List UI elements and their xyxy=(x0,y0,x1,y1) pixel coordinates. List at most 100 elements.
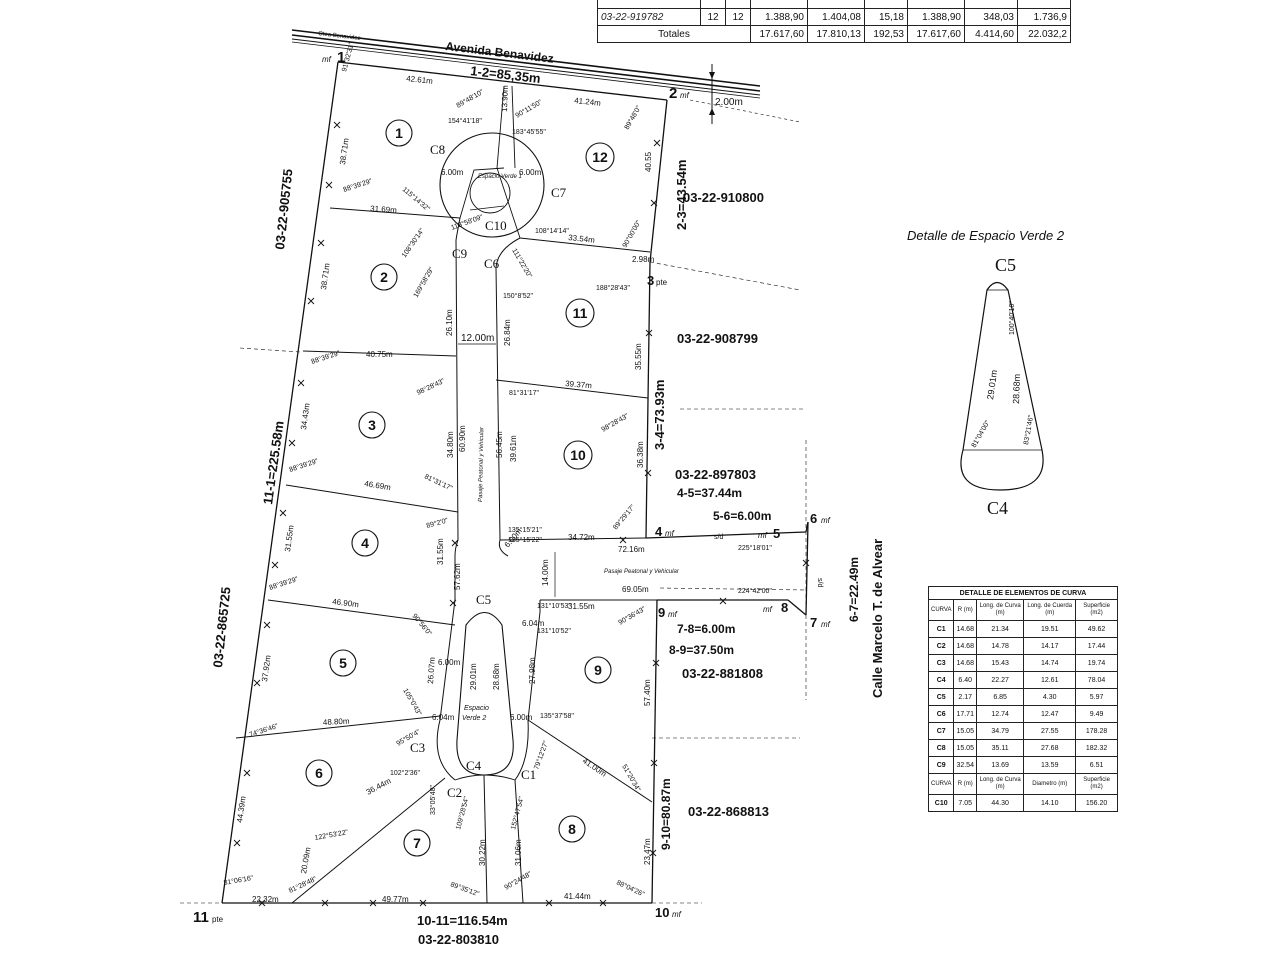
parcel-803810: 03-22-803810 xyxy=(418,932,499,947)
property-boundary xyxy=(221,61,809,904)
svg-text:57.62m: 57.62m xyxy=(453,563,462,590)
svg-text:pte: pte xyxy=(656,278,668,287)
totals-label: Totales xyxy=(597,25,751,43)
svg-text:22.32m: 22.32m xyxy=(252,895,279,904)
point-6: 6 xyxy=(810,511,817,526)
svg-text:mf: mf xyxy=(821,620,831,629)
svg-text:31.55m: 31.55m xyxy=(283,524,296,552)
svg-text:109°28'54": 109°28'54" xyxy=(454,795,471,830)
espacio-verde-1: Espacio Verde 1 xyxy=(439,85,545,239)
sd-label-2: s/d xyxy=(816,578,823,587)
curve-c7: C7 xyxy=(551,185,567,200)
svg-text:60.90m: 60.90m xyxy=(458,425,467,452)
sd-label-1: s/d xyxy=(714,534,723,541)
point-1: 1 xyxy=(337,49,345,66)
lot-1: 1 xyxy=(385,119,413,147)
svg-text:27.98m: 27.98m xyxy=(528,657,537,684)
svg-text:10: 10 xyxy=(570,447,586,463)
svg-text:81°31'17": 81°31'17" xyxy=(423,473,454,493)
svg-text:48.80m: 48.80m xyxy=(323,717,350,727)
table-row: Totales 17.617,60 17.810,13 192,53 17.61… xyxy=(597,25,1071,43)
lot-lines xyxy=(235,207,653,904)
svg-text:12: 12 xyxy=(592,149,608,165)
lot-4: 4 xyxy=(351,529,379,557)
svg-text:23.47m: 23.47m xyxy=(643,838,652,865)
svg-text:88°04'26": 88°04'26" xyxy=(615,879,646,899)
table-cell: 4.414,60 xyxy=(964,25,1018,43)
svg-text:8: 8 xyxy=(568,821,576,837)
detail-espacio-verde-2: Detalle de Espacio Verde 2 C5 100°40'10"… xyxy=(907,228,1065,518)
svg-text:31.55m: 31.55m xyxy=(436,538,445,565)
measure-3-4: 3-4=73.93m xyxy=(652,380,667,450)
svg-text:69.05m: 69.05m xyxy=(622,585,649,594)
curve-labels: C1 C2 C3 C4 C5 C6 C7 C8 C9 C10 xyxy=(410,142,567,800)
avenida-benavidez: Otea Benavidez Avenida Benavidez xyxy=(291,29,761,99)
svg-text:89°35'12": 89°35'12" xyxy=(449,880,480,898)
svg-text:mf: mf xyxy=(821,516,831,525)
svg-text:6.04m: 6.04m xyxy=(432,713,455,722)
table-header: CURVA R (m) Long. de Curva (m) Long. de … xyxy=(927,599,1118,621)
svg-text:122°53'22": 122°53'22" xyxy=(314,828,349,842)
svg-text:7: 7 xyxy=(413,835,421,851)
curve-c6: C6 xyxy=(484,256,500,271)
svg-text:225°18'01": 225°18'01" xyxy=(738,544,772,552)
svg-text:9: 9 xyxy=(594,662,602,678)
svg-text:154°41'18": 154°41'18" xyxy=(448,117,482,125)
svg-text:36.38m: 36.38m xyxy=(636,441,645,468)
svg-text:108°30'14": 108°30'14" xyxy=(400,226,426,259)
curve-c1: C1 xyxy=(521,767,536,782)
point-9: 9 xyxy=(658,605,665,620)
svg-text:89°48'10": 89°48'10" xyxy=(455,88,485,110)
svg-text:mf: mf xyxy=(665,529,675,538)
svg-text:105°0'43": 105°0'43" xyxy=(401,687,423,717)
street-label-small: Otea Benavidez xyxy=(318,31,361,42)
measure-8-9: 8-9=37.50m xyxy=(669,643,734,657)
central-passage xyxy=(454,239,657,612)
svg-text:34.72m: 34.72m xyxy=(568,533,595,542)
surface-summary-table: 03-22-919782 12 12 1.388,90 1.404,08 15,… xyxy=(597,0,1071,43)
svg-text:26.84m: 26.84m xyxy=(503,319,512,346)
svg-text:89°2'0": 89°2'0" xyxy=(425,516,449,530)
measure-7-8: 7-8=6.00m xyxy=(677,622,735,636)
svg-text:pte: pte xyxy=(212,915,224,924)
parcel-865725: 03-22-865725 xyxy=(210,586,233,668)
street-label-alvear: Calle Marcelo T. de Alvear xyxy=(870,539,885,698)
curve-c8: C8 xyxy=(430,142,445,157)
svg-text:72.16m: 72.16m xyxy=(618,545,645,554)
svg-text:35.55m: 35.55m xyxy=(634,343,643,370)
svg-text:34.43m: 34.43m xyxy=(299,402,312,430)
svg-text:30.22m: 30.22m xyxy=(478,839,487,866)
point-5: 5 xyxy=(773,526,780,541)
svg-text:150°8'52": 150°8'52" xyxy=(503,292,533,300)
svg-text:79°12'27": 79°12'27" xyxy=(532,739,550,770)
lot-5: 5 xyxy=(329,649,357,677)
lot-8: 8 xyxy=(558,815,586,843)
svg-text:135°15'21": 135°15'21" xyxy=(508,526,542,534)
measure-5-6: 5-6=6.00m xyxy=(713,509,771,523)
measure-10-11: 10-11=116.54m xyxy=(417,913,508,928)
parcel-868813: 03-22-868813 xyxy=(688,804,769,819)
passage-width-14: 14.00m xyxy=(541,559,550,586)
svg-text:115°14'32": 115°14'32" xyxy=(401,185,432,213)
measure-1-2: 1-2=85,35m xyxy=(470,63,542,86)
svg-text:40.55: 40.55 xyxy=(644,151,653,172)
parcel-905755: 03-22-905755 xyxy=(272,168,295,250)
table-header: CURVA R (m) Long. de Curva (m) Diametro … xyxy=(927,773,1118,795)
svg-text:89°29'17": 89°29'17" xyxy=(611,503,637,532)
svg-text:mf: mf xyxy=(763,605,773,614)
svg-text:90°11'50": 90°11'50" xyxy=(514,98,544,120)
parcel-910800: 03-22-910800 xyxy=(683,190,764,205)
point-3: 3 xyxy=(647,273,654,288)
svg-text:20.09m: 20.09m xyxy=(299,846,313,874)
svg-text:90°24'48": 90°24'48" xyxy=(503,870,533,892)
svg-text:42.61m: 42.61m xyxy=(406,74,434,86)
curve-c9: C9 xyxy=(452,246,467,261)
curve-c2: C2 xyxy=(447,785,462,800)
